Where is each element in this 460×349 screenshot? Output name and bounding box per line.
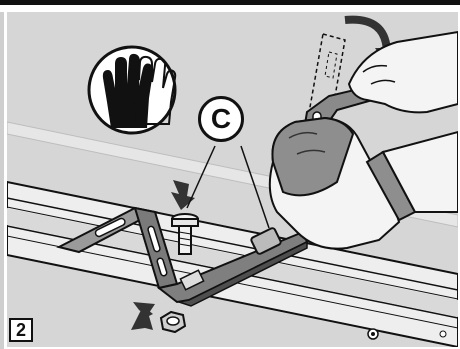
lower-glove [270,118,458,249]
illustration-frame [7,12,458,347]
nut [161,312,185,332]
side-rule [0,12,4,349]
gloves-icon [89,47,175,133]
arrow-down-icon [171,180,195,210]
step-number-box: 2 [9,318,33,342]
part-callout-letter: C [211,105,231,133]
illustration [7,12,458,347]
arrow-up-icon [131,302,155,330]
top-rule [0,0,460,5]
step-number: 2 [16,321,26,339]
upper-glove [349,32,458,112]
part-callout: C [198,96,244,142]
callout-pointers [187,146,269,228]
